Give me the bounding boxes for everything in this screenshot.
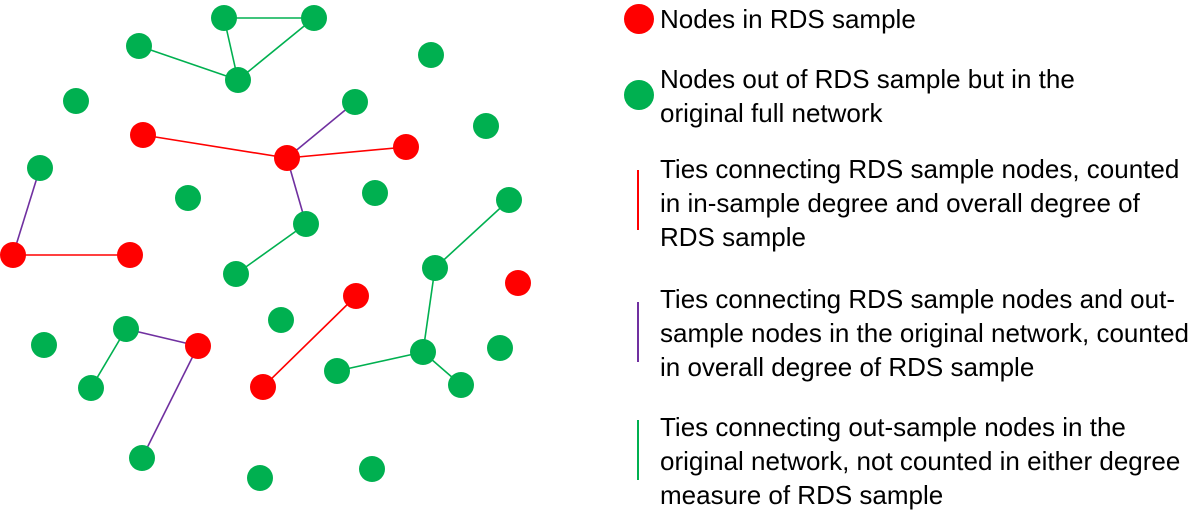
tie-out [336, 351, 424, 372]
tie-out [235, 223, 307, 275]
out-sample-node [362, 180, 388, 206]
network-nodes [0, 5, 531, 491]
tie-out [434, 199, 510, 269]
tie-mixed [141, 345, 199, 459]
legend-item-in-sample-tie: Ties connecting RDS sample nodes, counte… [600, 152, 1200, 254]
out-sample-node [473, 113, 499, 139]
out-sample-node [293, 211, 319, 237]
legend-label-out-sample-tie: Ties connecting out-sample nodes in the … [660, 412, 1181, 510]
rds-sample-node [343, 283, 369, 309]
out-sample-node [113, 316, 139, 342]
out-sample-node [31, 332, 57, 358]
purple-tie-swatch [637, 302, 639, 362]
legend-item-out-sample-tie: Ties connecting out-sample nodes in the … [600, 410, 1200, 512]
red-node-swatch [624, 4, 654, 34]
tie-in [262, 295, 357, 388]
tie-out [422, 267, 436, 353]
out-sample-node [225, 67, 251, 93]
rds-sample-node [250, 374, 276, 400]
rds-sample-node [117, 242, 143, 268]
out-sample-node [487, 335, 513, 361]
rds-sample-node [393, 134, 419, 160]
out-sample-node [78, 375, 104, 401]
out-sample-node [324, 358, 350, 384]
rds-sample-node [0, 242, 26, 268]
legend-label-mixed-tie: Ties connecting RDS sample nodes and out… [660, 284, 1189, 382]
out-sample-node [211, 5, 237, 31]
tie-out [138, 45, 239, 81]
legend-label-in-sample-node: Nodes in RDS sample [660, 4, 916, 34]
out-sample-node [496, 187, 522, 213]
out-sample-node [175, 185, 201, 211]
rds-sample-node [185, 333, 211, 359]
out-sample-node [301, 5, 327, 31]
green-node-swatch [624, 80, 654, 110]
rds-sample-node [130, 122, 156, 148]
out-sample-node [129, 445, 155, 471]
out-sample-node [63, 88, 89, 114]
tie-in [142, 134, 288, 159]
legend-label-in-sample-tie: Ties connecting RDS sample nodes, counte… [660, 154, 1180, 252]
tie-in [286, 146, 407, 159]
rds-sample-node [505, 270, 531, 296]
tie-mixed [286, 101, 356, 159]
tie-out [237, 17, 315, 81]
out-sample-node [359, 456, 385, 482]
legend: Nodes in RDS sample Nodes out of RDS sam… [600, 0, 1200, 514]
out-sample-node [342, 89, 368, 115]
legend-item-in-sample-node: Nodes in RDS sample [600, 2, 1200, 36]
out-sample-node [247, 465, 273, 491]
out-sample-node [268, 307, 294, 333]
green-tie-swatch [637, 420, 639, 480]
red-tie-swatch [637, 170, 639, 230]
out-sample-node [422, 255, 448, 281]
out-sample-node [27, 155, 53, 181]
legend-item-mixed-tie: Ties connecting RDS sample nodes and out… [600, 282, 1200, 384]
out-sample-node [126, 33, 152, 59]
network-diagram [0, 5, 531, 491]
tie-mixed [12, 167, 41, 256]
out-sample-node [418, 42, 444, 68]
out-sample-node [410, 339, 436, 365]
out-sample-node [448, 372, 474, 398]
out-sample-node [223, 261, 249, 287]
legend-item-out-sample-node: Nodes out of RDS sample but in the origi… [600, 62, 1200, 130]
rds-sample-node [274, 145, 300, 171]
legend-label-out-sample-node: Nodes out of RDS sample but in the origi… [660, 64, 1075, 128]
